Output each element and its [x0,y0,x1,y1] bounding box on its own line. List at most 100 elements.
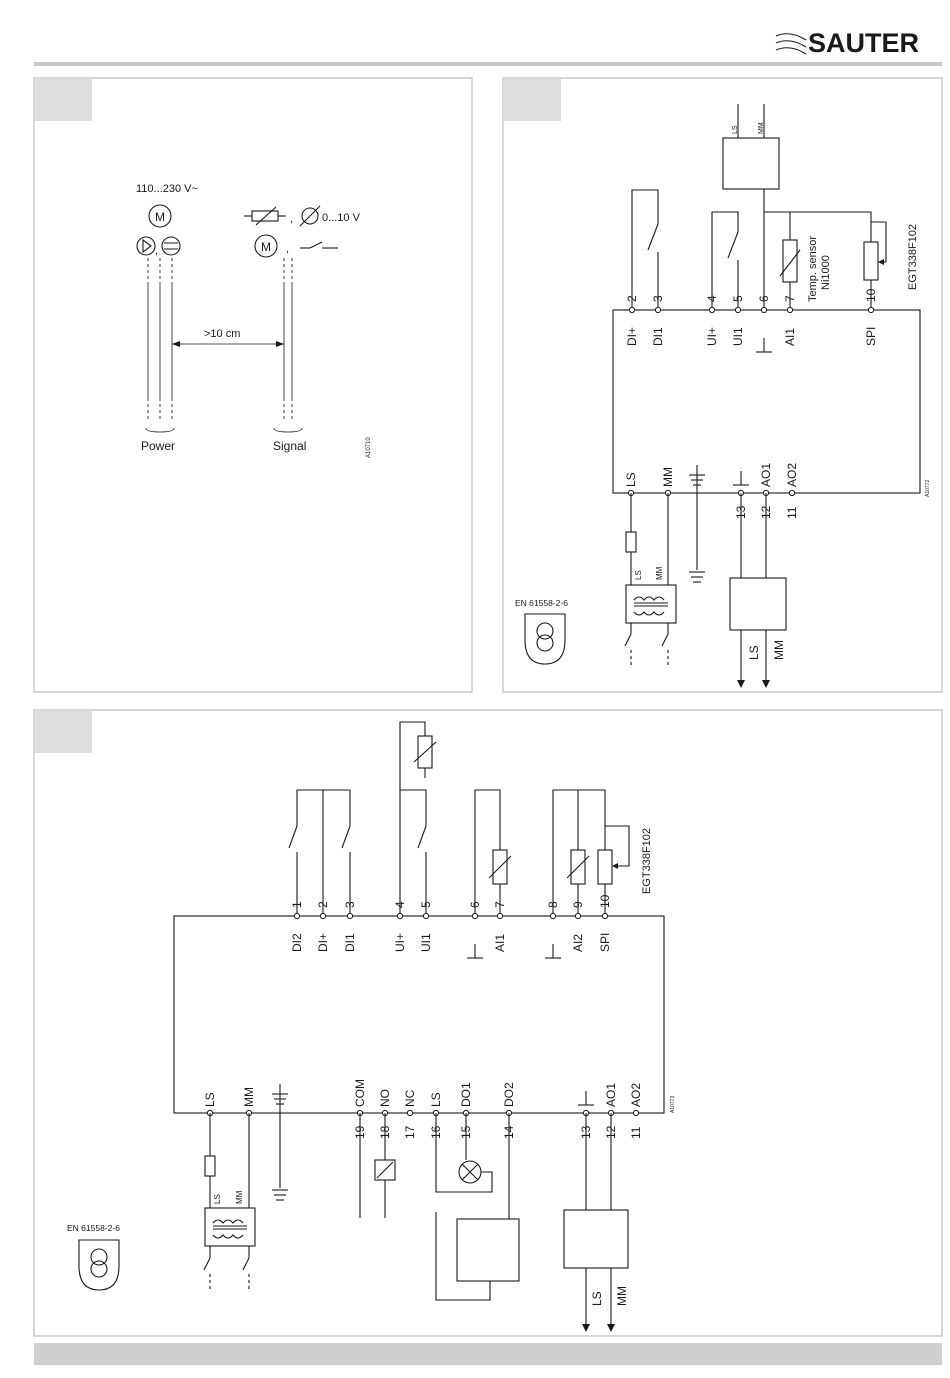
terminal-name: LS [203,1092,217,1107]
terminal-number: 3 [343,901,357,908]
do2-device-box [456,1218,520,1282]
terminal-name: COM [353,1079,367,1107]
svg-text:,: , [155,245,158,257]
terminal-number: 2 [316,901,330,908]
top-box-mm: MM [758,122,765,134]
terminal-number: 1 [290,901,304,908]
out-mm-3: MM [615,1286,629,1306]
terminal-name: SPI [864,327,878,346]
panel-1-frame [33,77,473,693]
svg-text:,: , [290,213,293,225]
terminal-number: 4 [393,901,407,908]
terminal-7 [496,912,504,920]
terminal-number: 6 [757,295,771,302]
sensor-label-2a: Temp. sensor [807,236,819,302]
distance-label: >10 cm [204,328,240,340]
standard-label-3: EN 61558-2-6 [67,1223,120,1233]
terminal-number: 10 [864,288,878,302]
terminal-name: DI2 [290,933,304,952]
terminal-4 [708,306,716,314]
terminal-name: LS [429,1092,443,1107]
terminal-6 [471,912,479,920]
transformer-ls-2: LS [634,570,643,580]
terminal-17 [406,1109,414,1117]
terminal-name: NC [403,1089,417,1107]
terminal-1 [293,912,301,920]
power-motor-icon [148,204,172,228]
signal-range-label: 0...10 V [322,212,361,224]
terminal-11 [788,489,796,497]
fuse-icon-3 [204,1155,216,1177]
terminal-6 [760,306,768,314]
terminal-2 [319,912,327,920]
sensor-resistor-icon: , [244,206,293,226]
terminal-5 [734,306,742,314]
terminal-number: 7 [493,901,507,908]
terminal-name: UI+ [705,327,719,346]
top-box-ls: LS [732,125,739,134]
terminal-number: 3 [651,295,665,302]
cable-separation-diagram: 110...230 V~ M , Power , [136,183,372,458]
terminal-name: LS [624,472,638,487]
terminal-name: MM [242,1087,256,1107]
terminal-11 [632,1109,640,1117]
terminal-8 [549,912,557,920]
brand-name: SAUTER [808,28,919,58]
panel-2-tab [504,79,561,121]
power-label: Power [141,439,175,453]
terminal-number: 9 [571,901,585,908]
standard-label-2: EN 61558-2-6 [515,598,568,608]
out-mm-2: MM [772,640,786,660]
transformer-icon-3: LS MM [204,1190,256,1247]
terminal-2 [628,306,636,314]
power-motor-label: M [155,210,165,224]
terminal-number: 5 [731,295,745,302]
terminal-name: DI+ [316,933,330,952]
terminal-name: DI1 [651,327,665,346]
panel-3-frame [33,709,943,1337]
terminal-3 [346,912,354,920]
terminal-name: MM [661,467,675,487]
terminal-number: 5 [419,901,433,908]
terminal-7 [786,306,794,314]
signal-label: Signal [273,439,306,453]
brand-logo: SAUTER [775,28,919,58]
remote-setpoint-2 [863,241,879,281]
terminal-10 [867,306,875,314]
out-ls-3: LS [590,1291,604,1306]
svg-text:,: , [286,243,289,255]
terminal-name: DI1 [343,933,357,952]
terminal-name: UI1 [419,933,433,952]
diagram2-code: A10772 [925,480,931,497]
remote-label-3: EGT338F102 [641,828,653,894]
voltage-label: 110...230 V~ [136,183,198,195]
diagram3-code: A10773 [670,1096,676,1113]
footer-bar [34,1343,942,1365]
lamp-icon [458,1160,482,1184]
signal-motor-icon [254,234,278,258]
terminal-name: DO2 [502,1082,516,1107]
terminal-name: AI2 [571,934,585,952]
module-3-box [173,915,665,1114]
terminal-9 [574,912,582,920]
panel-2-frame [502,77,943,693]
temp-sensor-2 [782,239,798,283]
terminal-name: AI1 [783,328,797,346]
terminal-name: AO1 [604,1083,618,1107]
fuse-icon-2 [625,531,637,553]
terminal-number: 11 [629,1126,643,1139]
diagram1-code: A10710 [366,437,372,458]
terminal-number: 6 [468,901,482,908]
panel-1-tab [35,79,92,121]
terminal-name: AO2 [785,463,799,487]
terminal-name: NO [378,1089,392,1107]
terminal-number: 2 [625,295,639,302]
panel-3-tab [35,711,92,753]
terminal-name: SPI [598,933,612,952]
remote-label-2: EGT338F102 [907,224,919,290]
terminal-3 [654,306,662,314]
terminal-4 [396,912,404,920]
ground-icon [689,465,705,493]
